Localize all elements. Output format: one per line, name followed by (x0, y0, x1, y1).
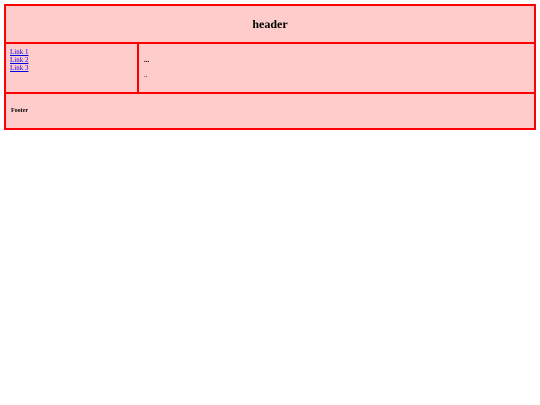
main-content: ... .. (139, 44, 534, 92)
sidebar-nav: Link 1 Link 2 Link 3 (6, 44, 139, 92)
main-section: Link 1 Link 2 Link 3 ... .. (6, 44, 534, 94)
page-footer: Footer (6, 94, 534, 128)
page-header: header (6, 6, 534, 44)
content-text: .. (144, 71, 148, 79)
content-heading: ... (144, 56, 150, 64)
sidebar-link-1[interactable]: Link 1 (10, 48, 29, 56)
sidebar-link-2[interactable]: Link 2 (10, 56, 29, 64)
sidebar-link-3[interactable]: Link 3 (10, 64, 29, 72)
page-layout: header Link 1 Link 2 Link 3 ... .. Foote… (4, 4, 536, 130)
footer-text: Footer (11, 108, 28, 114)
header-title: header (252, 17, 288, 31)
